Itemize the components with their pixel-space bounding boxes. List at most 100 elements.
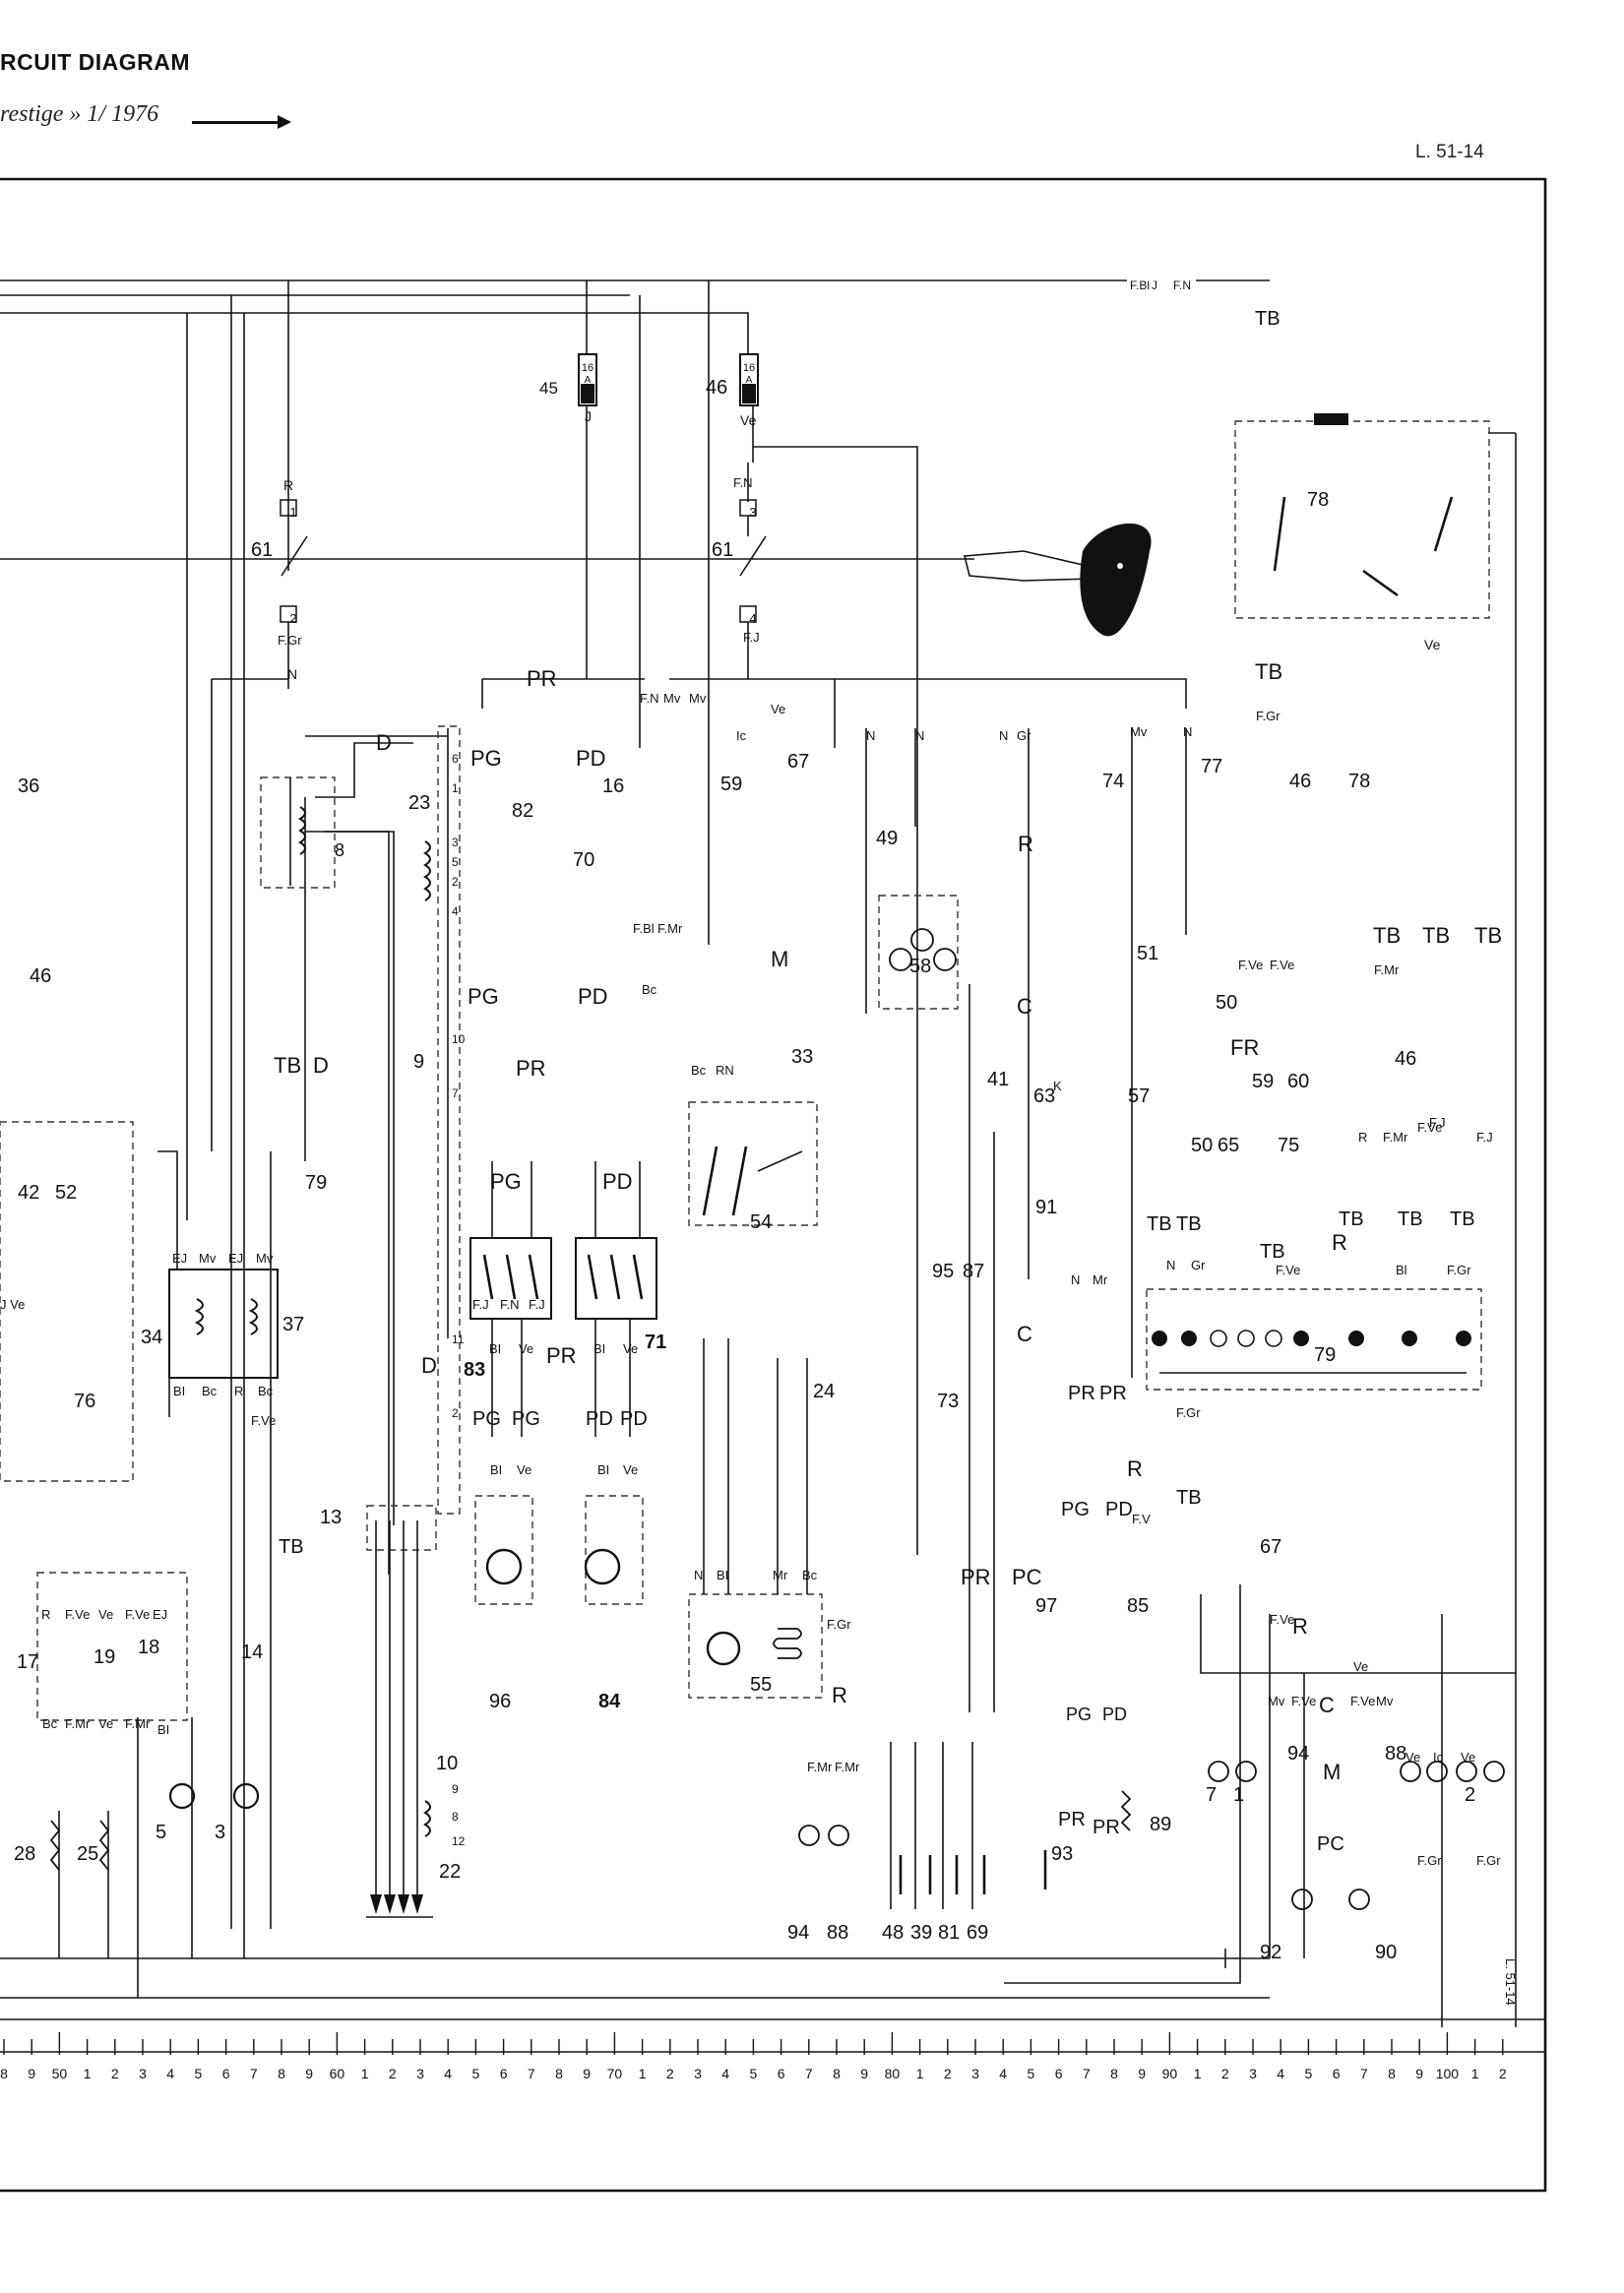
component-label: 24 (813, 1381, 835, 1402)
terminal-number: 1 (289, 505, 296, 520)
component-label: 46 (706, 377, 727, 399)
wire-code: Mv (1130, 724, 1148, 739)
scale-tick-label: 3 (694, 2066, 702, 2081)
wire-code: R (1332, 1230, 1347, 1255)
terminal-number: 4 (452, 904, 459, 918)
scale-tick-label: 2 (666, 2066, 674, 2081)
scale-tick-label: 90 (1162, 2066, 1178, 2081)
wire-code: N (866, 728, 875, 743)
wire-code: TB (1373, 923, 1401, 948)
wire-code: RN (716, 1063, 734, 1078)
scale-tick-label: 1 (916, 2066, 924, 2081)
scale-tick-label: 6 (778, 2066, 785, 2081)
component-label: 84 (598, 1691, 621, 1712)
terminal-number: 8 (452, 1810, 459, 1824)
component-label: 8 (335, 840, 344, 860)
wire-code: Ve (771, 702, 785, 716)
scale-tick-label: 4 (166, 2066, 174, 2081)
wire-code: PR (1093, 1817, 1120, 1838)
wire-code: BI (593, 1341, 605, 1356)
wire-code: PG (490, 1169, 522, 1194)
scale-tick-label: 7 (528, 2066, 535, 2081)
scale-tick-label: 1 (84, 2066, 92, 2081)
component-label: 88 (1385, 1743, 1406, 1765)
scale-tick-label: 8 (1388, 2066, 1396, 2081)
diagram-frame (0, 177, 1547, 2193)
wire-code: F.J (1476, 1130, 1493, 1145)
wire-code: F.J (472, 1297, 489, 1312)
scale-tick-label: 4 (444, 2066, 452, 2081)
wire-code: PD (620, 1408, 648, 1430)
component-label: 94 (1287, 1743, 1309, 1765)
wire-code: EJ (172, 1251, 187, 1266)
bus-wires (0, 279, 1517, 2027)
scale-tick-label: 1 (639, 2066, 647, 2081)
wire-code: K (1053, 1079, 1062, 1093)
ignition-switch (0, 463, 1152, 689)
wire-code: TB (1147, 1213, 1172, 1235)
component-label: 85 (1127, 1595, 1149, 1617)
wire-code: Ve (1353, 1659, 1368, 1674)
component-label: 88 (827, 1922, 848, 1944)
wire-code: Ve (1424, 637, 1441, 652)
wire-code: PR (527, 666, 557, 691)
wire-code: PD (578, 984, 608, 1009)
wire-code: F.Mr (835, 1760, 860, 1774)
component-label: 57 (1128, 1085, 1150, 1107)
component-label: 45 (539, 379, 558, 398)
scale-tick-label: 4 (721, 2066, 729, 2081)
component-label: 83 (464, 1359, 485, 1381)
wire-code: Ic (736, 728, 747, 743)
scale-tick-label: 1 (1471, 2066, 1479, 2081)
scale-tick-label: 2 (1221, 2066, 1229, 2081)
terminal-number: 3 (452, 836, 459, 849)
wire-code: C (1319, 1693, 1335, 1717)
component-label: 94 (787, 1922, 809, 1944)
component-label: 87 (963, 1261, 984, 1282)
wire-code: R (1292, 1614, 1308, 1639)
scale-tick-label: 7 (1083, 2066, 1091, 2081)
component-label: 95 (932, 1261, 954, 1282)
scale-tick-label: 8 (1110, 2066, 1118, 2081)
scale-tick-label: 1 (361, 2066, 369, 2081)
wire-code: F.Mr (1383, 1130, 1408, 1145)
wire-code: PR (1058, 1809, 1086, 1830)
wire-code: Ve (740, 412, 757, 428)
wire-code: Ve (98, 1716, 113, 1731)
wire-code: C (1017, 1322, 1032, 1346)
wire-code: N (999, 728, 1008, 743)
terminal-number: 5 (452, 855, 459, 869)
scale-tick-label: 8 (833, 2066, 841, 2081)
wire-code: Mv (199, 1251, 217, 1266)
wire-code: Mv (689, 691, 707, 706)
terminal-number: 2 (289, 611, 296, 626)
component-label: 70 (573, 849, 594, 871)
component-label: 69 (967, 1922, 988, 1944)
wire-code: J (1152, 279, 1157, 292)
wire-code: Ve (519, 1341, 533, 1356)
wire-code: F.J (743, 630, 760, 645)
component-label: 82 (512, 800, 533, 822)
component-label: 81 (938, 1922, 960, 1944)
component-label: 78 (1348, 771, 1370, 792)
scale-tick-label: 9 (305, 2066, 313, 2081)
wire-code: F.Gr (1256, 709, 1280, 723)
fuse-rating: 16 (582, 362, 593, 374)
component-label: 77 (1201, 756, 1222, 777)
scale-tick-label: 100 (1436, 2066, 1460, 2081)
relay-34-37 (157, 1150, 279, 1417)
wire-code: R (1358, 1130, 1367, 1145)
wire-code: TB (1260, 1241, 1285, 1263)
component-label: 17 (17, 1651, 38, 1673)
lower-right-components (798, 984, 1505, 1910)
wire-code: R (234, 1384, 243, 1398)
wire-code: Bc (802, 1568, 818, 1582)
wire-code: Ve (1461, 1750, 1475, 1765)
wire-code: N (1183, 724, 1192, 739)
page-title: RCUIT DIAGRAM (0, 49, 191, 75)
wire-code: D (421, 1353, 437, 1378)
scale-tick-label: 6 (1333, 2066, 1341, 2081)
wire-code: PR (546, 1343, 577, 1368)
component-label: 89 (1150, 1814, 1171, 1835)
